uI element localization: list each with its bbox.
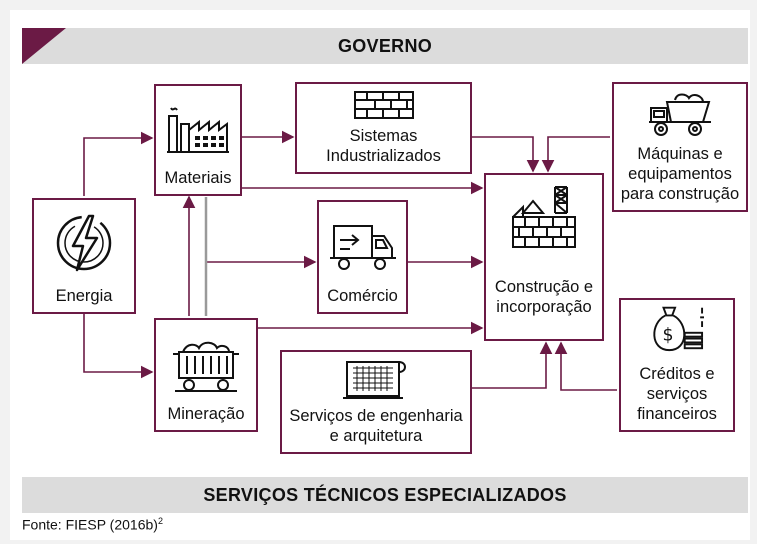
construcao-label-2: incorporação [496,298,592,316]
source-text: Fonte: FIESP (2016b) [22,516,158,533]
arrow-creditos-construcao [554,341,617,391]
construction-icon [512,186,576,248]
node-energia: Energia [32,198,136,314]
factory-icon [167,107,229,153]
node-maquinas: Máquinas e equipamentos para construção [612,82,748,212]
mineracao-label: Mineração [167,405,245,423]
mine-cart-icon [173,341,239,392]
arrow-sistemas-construcao [472,136,540,173]
sistemas-label-2: Industrializados [326,147,441,165]
arrow-energia-materiais [83,131,154,196]
governo-band: GOVERNO [22,28,748,64]
svg-text:$: $ [663,326,674,346]
governo-title: GOVERNO [337,35,433,56]
servicos-tecnicos-title: SERVIÇOS TÉCNICOS ESPECIALIZADOS [203,484,567,505]
delivery-truck-icon [329,225,396,270]
arrow-energia-mineracao [83,314,154,379]
node-mineracao: Mineração [154,318,258,432]
arrow-maquinas-construcao [541,136,610,173]
source-note: Fonte: FIESP (2016b)2 [22,516,163,533]
arrow-servicos-construcao [472,341,553,389]
blueprint-icon [343,361,406,399]
money-bag-icon: $ [653,306,704,352]
node-creditos: $ Créditos e serviços financeiros [619,298,735,432]
lightning-icon [56,214,112,272]
node-construcao: Construção e incorporação [484,173,604,341]
brick-wall-icon [353,91,414,119]
creditos-label-2: serviços [646,385,708,403]
materiais-label: Materiais [164,169,232,187]
servicos-label-1: Serviços de engenharia [289,407,463,425]
construcao-label-1: Construção e [494,278,594,296]
node-servicos: Serviços de engenharia e arquitetura [280,350,472,454]
corner-triangle [22,28,66,64]
node-sistemas: Sistemas Industrializados [295,82,472,174]
energia-label: Energia [55,287,113,305]
node-materiais: Materiais [154,84,242,196]
maquinas-label-1: Máquinas e [637,145,723,163]
dump-truck-icon [649,93,711,136]
sistemas-label-1: Sistemas [349,127,418,145]
maquinas-label-2: equipamentos [628,165,732,183]
servicos-tecnicos-band: SERVIÇOS TÉCNICOS ESPECIALIZADOS [22,477,748,513]
source-superscript: 2 [157,516,163,526]
creditos-label-1: Créditos e [639,365,715,383]
servicos-label-2: e arquitetura [329,427,423,445]
maquinas-label-3: para construção [620,185,740,203]
node-comercio: Comércio [317,200,408,314]
comercio-label: Comércio [327,287,398,305]
creditos-label-3: financeiros [637,405,717,423]
